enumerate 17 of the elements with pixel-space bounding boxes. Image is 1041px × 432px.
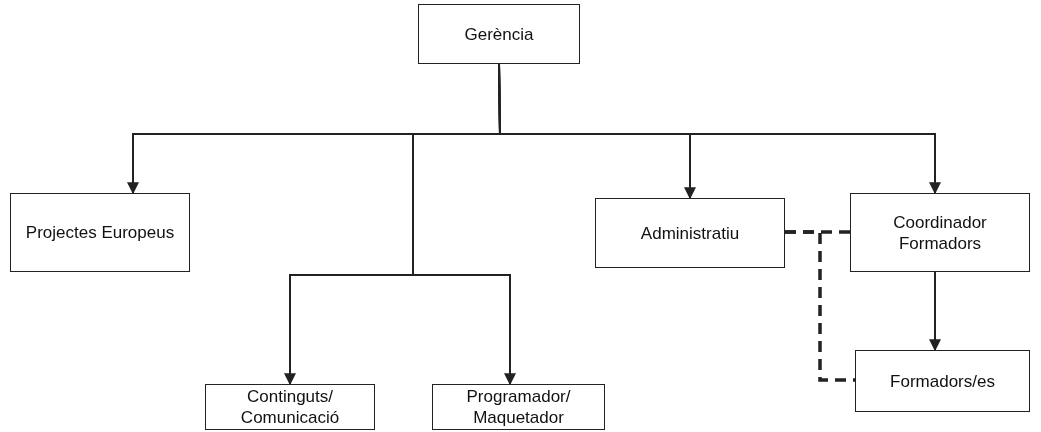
box-label: Coordinador Formadors — [892, 211, 988, 254]
org-box — [855, 350, 1030, 412]
box-label: Formadors/es — [890, 370, 995, 392]
org-box — [432, 384, 605, 430]
box-label: Continguts/ Comunicació — [239, 386, 341, 428]
dashed-connector — [785, 230, 855, 382]
org-box — [418, 4, 580, 64]
org-box — [205, 384, 375, 430]
arrow — [412, 63, 516, 386]
box-label: Administratiu — [640, 222, 740, 244]
box-label: Gerència — [464, 23, 534, 45]
org-box — [595, 198, 785, 268]
box-label: Programador/ Maquetador — [465, 386, 572, 428]
org-box — [850, 193, 1030, 272]
box-label: Projectes Europeus — [25, 222, 175, 243]
org-box — [10, 193, 190, 272]
arrow — [929, 271, 941, 352]
